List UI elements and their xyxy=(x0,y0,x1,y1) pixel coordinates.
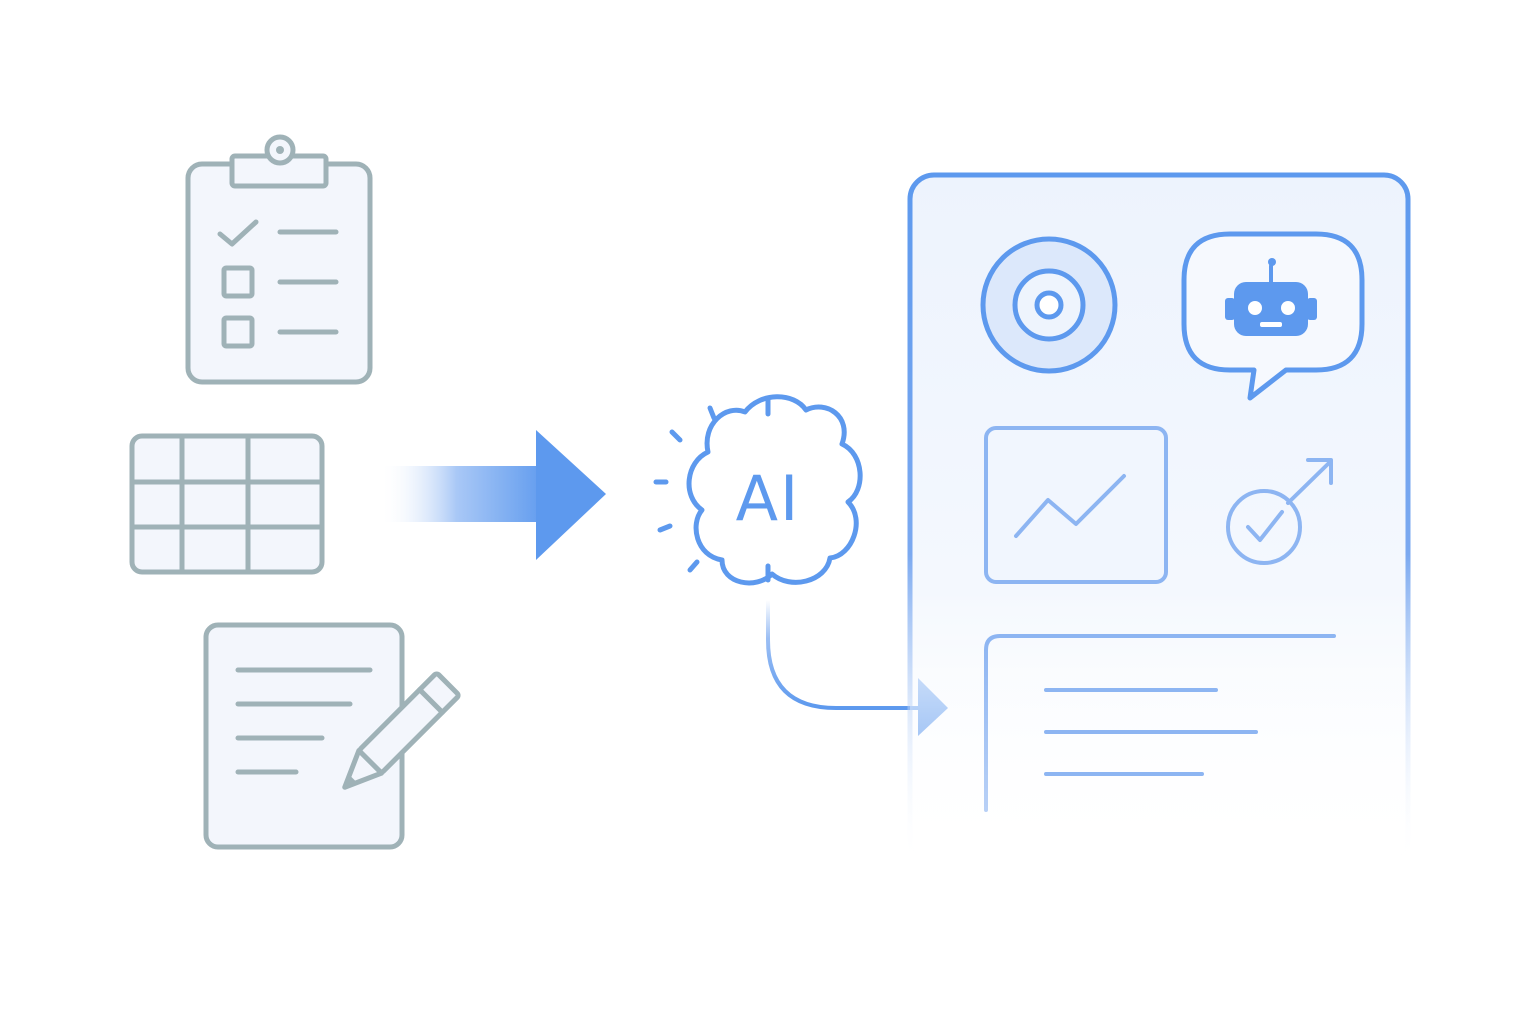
line-chart-icon xyxy=(984,426,1168,584)
goal-check-arrow-icon xyxy=(1226,458,1333,565)
flow-arrow-to-ai xyxy=(380,430,606,560)
text-document-icon xyxy=(984,634,1336,812)
clipboard-checklist-icon xyxy=(185,134,373,385)
document-pencil-icon xyxy=(203,622,461,850)
robot-chat-bubble-icon xyxy=(1181,231,1365,401)
ai-cloud-brain-icon: AI xyxy=(653,394,863,586)
target-icon xyxy=(980,236,1118,374)
ai-label: AI xyxy=(736,462,801,535)
table-grid-icon xyxy=(129,433,325,575)
